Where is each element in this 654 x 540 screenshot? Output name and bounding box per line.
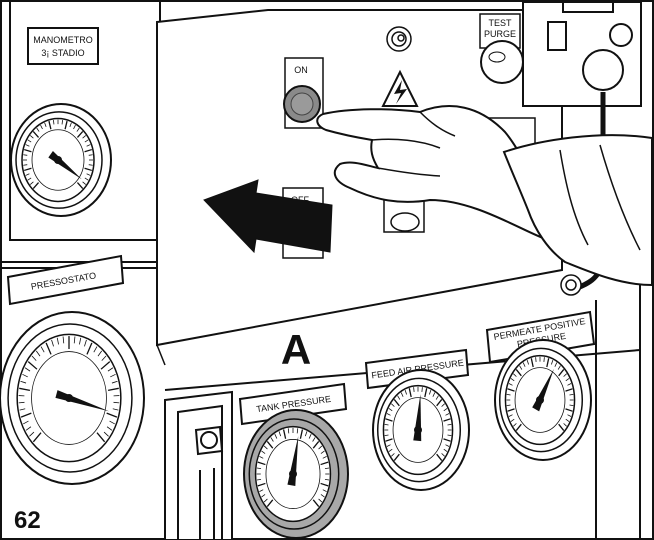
pressostato-label-plate <box>6 254 125 306</box>
right-control-box <box>522 1 642 107</box>
feed-air-pressure-gauge <box>372 369 470 491</box>
permeate-pressure-gauge <box>494 339 592 461</box>
test-purge-button[interactable] <box>479 13 524 84</box>
test-purge-label-1: TEST <box>488 18 512 28</box>
mounting-screw <box>560 274 582 296</box>
manometro-label-2: 3¡ STADIO <box>41 48 84 58</box>
tank-pressure-gauge <box>243 409 349 539</box>
tank-pressure-label-plate <box>238 382 348 426</box>
manometro-label-1: MANOMETRO <box>33 35 93 45</box>
high-voltage-warning-icon <box>381 69 419 107</box>
shirt-sleeve <box>502 134 653 287</box>
pointing-hand <box>316 105 562 242</box>
gauges-layer <box>0 103 592 539</box>
permeate-label-plate <box>485 310 596 364</box>
panel-letter: A <box>281 326 311 373</box>
manometro-label-plate <box>27 27 99 65</box>
figure-number: 62 <box>14 507 41 534</box>
on-button[interactable] <box>283 57 324 129</box>
pressostato-gauge <box>0 311 145 485</box>
manometro-gauge <box>10 103 112 217</box>
indicator-lamp <box>386 26 412 52</box>
on-label: ON <box>294 65 308 75</box>
flow-meter-column <box>164 390 233 540</box>
direction-arrow-icon <box>203 179 333 254</box>
feed-air-label-plate <box>364 348 470 390</box>
test-purge-label-2: PURGE <box>484 29 516 39</box>
